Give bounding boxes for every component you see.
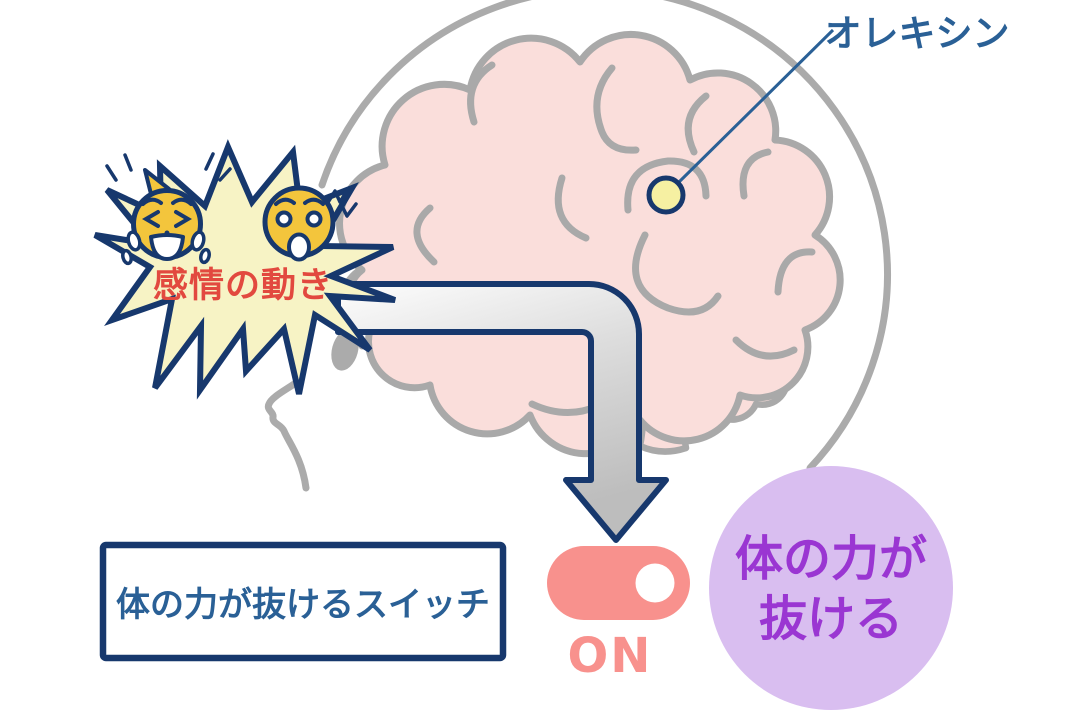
right-eyebrow [303,197,325,206]
laughing-face-icon [105,152,232,266]
right-eyebrow [171,197,193,206]
orexin-dot-icon [646,175,686,215]
surprise-marks [325,187,358,220]
result-text-line1: 体の力が [735,531,927,587]
switch-state-label: ON [568,628,653,684]
surprised-mouth [287,232,311,262]
orexin-label: オレキシン [825,12,1010,55]
switch-caption-box: 体の力が抜けるスイッチ [99,541,507,662]
joy-marks [105,152,232,182]
bubble-circle [709,466,953,710]
orexin-pointer-line [676,28,835,185]
orexin-callout: オレキシン [646,12,1010,215]
right-eye-closed [174,210,192,228]
left-eyebrow [141,197,163,206]
toggle-switch-icon: ON [547,546,690,684]
caption-box-frame [99,541,507,662]
left-eye [275,210,293,228]
head-outline [318,0,891,472]
left-eyebrow [274,197,296,206]
caption-text: 体の力が抜けるスイッチ [116,585,490,625]
left-eye-closed [142,210,160,228]
switch-knob [635,563,675,603]
right-eye [305,210,323,228]
result-text-line2: 抜ける [759,591,903,647]
tear-drops [121,230,211,266]
result-bubble: 体の力が 抜ける [709,466,953,710]
arrow-down-icon [335,281,669,543]
chin-curve [264,375,310,492]
emotion-label: 感情の動き [153,266,333,306]
brain-icon [336,31,844,458]
laughing-mouth [149,233,185,261]
surprised-face-icon [262,185,358,262]
emotion-starburst: 感情の動き [93,139,397,400]
